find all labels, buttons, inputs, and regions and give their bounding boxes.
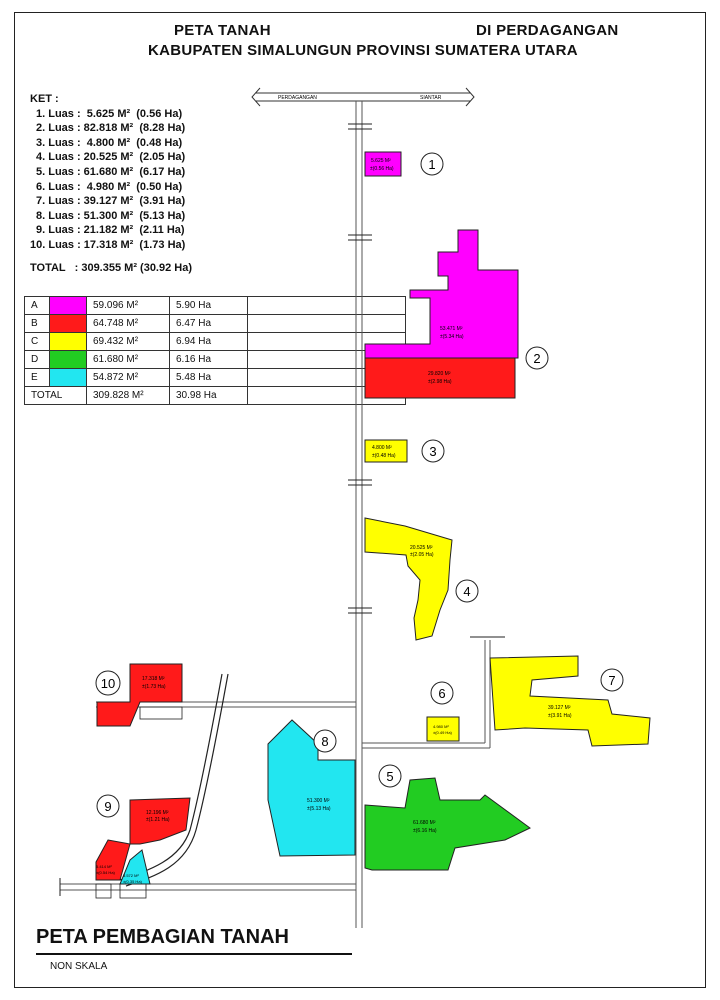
ket-list: KET : 1. Luas : 5.625 M² (0.56 Ha) 2. Lu… — [30, 92, 192, 275]
parcel-number-markers: 1 2 3 4 5 6 7 8 9 10 — [95, 152, 624, 818]
parcel-2-number: 2 — [533, 351, 540, 366]
parcel-9-marker — [95, 883, 112, 899]
legend-total-row: TOTAL 309.828 M² 30.98 Ha — [24, 386, 406, 405]
parcel-7-area: 39.127 M² — [548, 705, 571, 711]
ket-heading: KET : — [30, 93, 59, 105]
ket-row: 4. Luas : 20.525 M² (2.05 Ha) — [36, 151, 186, 164]
parcel-4-area: 20.525 M² — [410, 545, 433, 551]
parcel-2-magenta — [364, 229, 519, 359]
parcel-10-number: 10 — [101, 676, 115, 691]
legend-swatch — [49, 332, 87, 351]
parcel-7 — [489, 655, 651, 747]
parcel-6-area: 4.980 M² — [433, 724, 449, 729]
ket-total: TOTAL : 309.355 M² (30.92 Ha) — [30, 261, 193, 274]
parcel-5-number: 5 — [386, 769, 393, 784]
parcel-4 — [364, 517, 453, 641]
parcel-7-ha: ±(3.91 Ha) — [548, 713, 572, 719]
parcel-1-area: 5.625 M² — [371, 158, 391, 164]
parcel-4-number: 4 — [463, 584, 470, 599]
footer-underline — [36, 953, 352, 955]
parcel-8-area: 51.300 M² — [307, 798, 330, 804]
parcel-3-number: 3 — [429, 444, 436, 459]
parcel-3 — [364, 439, 408, 463]
parcel-9-small-area: 5.414 M² — [96, 864, 112, 869]
parcel-9-cyan — [119, 849, 151, 885]
parcel-2-red-area: 29.820 M² — [428, 371, 451, 377]
parcel-9-main-area: 12.196 M² — [146, 810, 169, 816]
footer-scale: NON SKALA — [50, 961, 108, 972]
parcel-5-area: 61.680 M² — [413, 820, 436, 826]
parcel-5 — [364, 777, 531, 871]
road-label-right: SIANTAR — [420, 95, 442, 101]
parcel-4-ha: ±(2.05 Ha) — [410, 552, 434, 558]
legend-total-m2: 309.828 M² — [86, 386, 170, 405]
parcel-1-number: 1 — [428, 157, 435, 172]
footer-title: PETA PEMBAGIAN TANAH — [36, 926, 289, 948]
ket-row: 3. Luas : 4.800 M² (0.48 Ha) — [36, 136, 183, 149]
parcel-9-small-ha: ±(0.54 Ha) — [96, 870, 116, 875]
parcel-10 — [96, 663, 183, 727]
parcel-5-ha: ±(6.16 Ha) — [413, 828, 437, 834]
map-title-right: DI PERDAGANGAN — [476, 22, 619, 39]
parcel-9-cyan-area: 3.572 M² — [123, 873, 139, 878]
parcel-6 — [426, 716, 460, 742]
vertical-road — [348, 101, 372, 928]
map-frame — [14, 12, 706, 988]
parcel-2-red-ha: ±(2.98 Ha) — [428, 379, 452, 385]
map-subtitle: KABUPATEN SIMALUNGUN PROVINSI SUMATERA U… — [148, 42, 578, 59]
road-label-left: PERDAGANGAN — [278, 95, 317, 101]
main-highway — [251, 87, 475, 107]
parcel-9-cyan-ha: ±(0.35 Ha) — [123, 879, 143, 884]
legend-swatch — [49, 350, 87, 369]
parcel-10-area: 17.318 M² — [142, 676, 165, 682]
ket-row: 9. Luas : 21.182 M² (2.11 Ha) — [36, 224, 185, 237]
parcel-8-number: 8 — [321, 734, 328, 749]
map-title-left: PETA TANAH — [174, 22, 271, 39]
parcel-9-number: 9 — [104, 799, 111, 814]
ket-row: 2. Luas : 82.818 M² (8.28 Ha) — [36, 122, 186, 135]
parcel-3-area: 4.800 M² — [372, 445, 392, 451]
parcel-8-ha: ±(5.13 Ha) — [307, 806, 331, 812]
parcel-1 — [364, 151, 402, 177]
parcel-9-main-ha: ±(1.21 Ha) — [146, 817, 170, 823]
ket-row: 1. Luas : 5.625 M² (0.56 Ha) — [36, 107, 183, 120]
parcel-9-small — [95, 839, 131, 881]
parcel-7-number: 7 — [608, 673, 615, 688]
parcel-9-marker — [119, 883, 147, 899]
parcel-3-ha: ±(0.48 Ha) — [372, 453, 396, 459]
ket-row: 5. Luas : 61.680 M² (6.17 Ha) — [36, 165, 186, 178]
parcel-6-number: 6 — [438, 686, 445, 701]
parcel-10-marker — [139, 706, 183, 720]
parcel-1-ha: ±(0.56 Ha) — [370, 166, 394, 172]
ket-row: 6. Luas : 4.980 M² (0.50 Ha) — [36, 180, 183, 193]
ket-row: 8. Luas : 51.300 M² (5.13 Ha) — [36, 209, 186, 222]
parcel-2-magenta-ha: ±(5.34 Ha) — [440, 334, 464, 340]
parcel-6-ha: ±(0.49 Ha) — [433, 730, 453, 735]
parcel-2-red — [364, 357, 516, 399]
ket-row: 10. Luas : 17.318 M² (1.73 Ha) — [30, 238, 186, 251]
ket-row: 7. Luas : 39.127 M² (3.91 Ha) — [36, 195, 186, 208]
parcel-10-ha: ±(1.73 Ha) — [142, 684, 166, 690]
parcel-2-magenta-area: 53.471 M² — [440, 326, 463, 332]
legend-swatch — [49, 296, 87, 315]
parcel-8 — [267, 719, 356, 857]
